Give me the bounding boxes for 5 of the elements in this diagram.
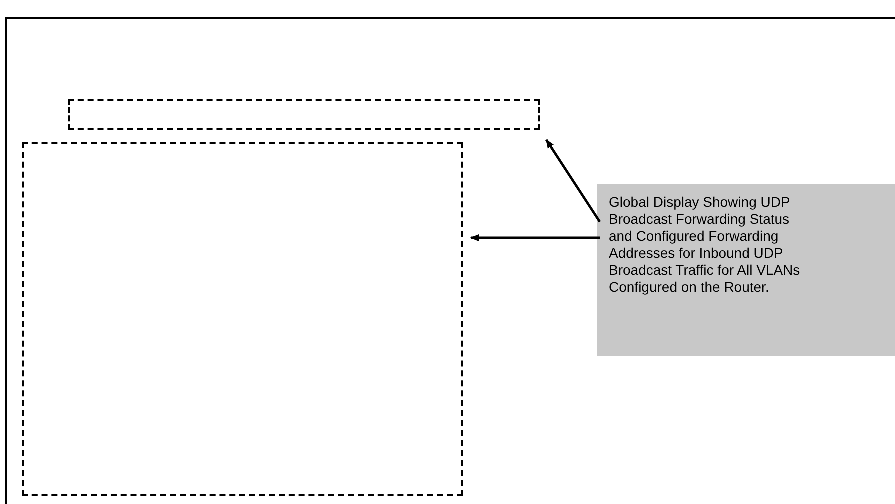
dashed-outline-box [68, 99, 540, 130]
callout-note: Global Display Showing UDP Broadcast Forwarding Status and Configured Forwarding Addresses for Inbound UDP Broadcast Traffic for All VLANs Configured on the Router. [597, 184, 895, 356]
arrow [470, 234, 600, 242]
dashed-outline-box [22, 142, 463, 496]
arrow [546, 139, 602, 223]
